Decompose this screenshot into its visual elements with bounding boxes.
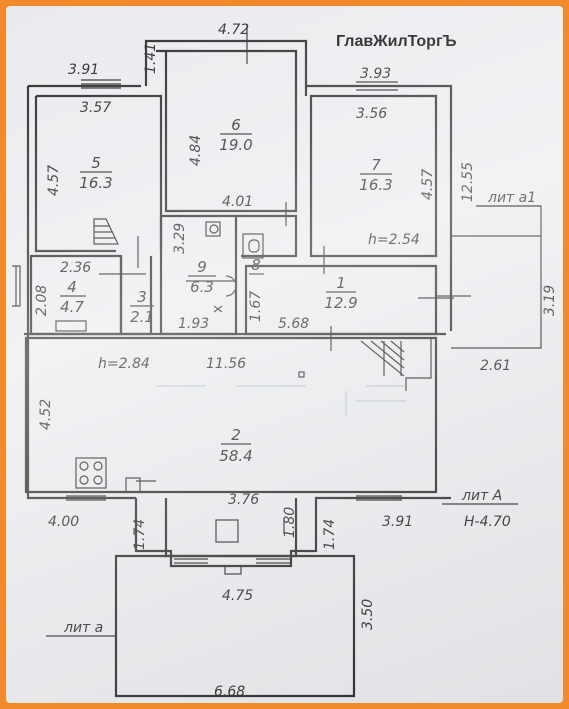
room-number: 9: [197, 258, 207, 276]
dimension: 4.75: [222, 588, 253, 604]
dimension: 6.68: [214, 684, 245, 700]
dimension: 3.76: [228, 492, 259, 508]
height-label: Н-4.70: [464, 514, 511, 530]
room-area: 4.7: [60, 298, 84, 316]
dimension: 3.29: [172, 223, 188, 254]
height-label: h=2.84: [98, 356, 150, 372]
room-number: 1: [336, 274, 346, 292]
brand-label: ГлавЖилТоргЪ: [336, 33, 457, 50]
lit-label: лит а1: [487, 190, 536, 206]
dimension: 2.61: [480, 358, 511, 374]
height-label: h=2.54: [368, 232, 420, 248]
ghost-lines: [156, 385, 406, 416]
height-labels: h=2.54 h=2.84 Н-4.70: [98, 232, 511, 530]
dimension: 3.57: [80, 100, 111, 116]
dimension: 1.80: [282, 507, 298, 538]
dimension: 4.72: [218, 22, 249, 38]
room-area: 2.1: [130, 308, 154, 326]
dimension: 1.74: [132, 519, 148, 550]
walls: [24, 39, 542, 698]
fixtures: [55, 221, 305, 575]
room-area: 6.3: [190, 278, 214, 296]
dimension: 1.74: [322, 519, 338, 550]
dimension: 4.57: [46, 165, 62, 196]
lit-labels: лит а1 лит А лит а: [46, 190, 541, 637]
room-area: 19.0: [219, 136, 252, 154]
dimension: 4.00: [48, 514, 79, 530]
stairs: [356, 337, 432, 391]
stair-block-room5: [93, 218, 119, 245]
dimension-labels: 4.72 1.41 3.91 3.93 3.57 3.56 4.84 4.57 …: [34, 22, 558, 700]
dimension: 4.84: [188, 135, 204, 166]
room-number: 2: [231, 426, 241, 444]
room-area: 16.3: [79, 174, 112, 192]
dimension: 3.91: [68, 62, 99, 78]
room-number: 8: [251, 256, 261, 274]
dimension: 3.50: [360, 599, 376, 630]
dimension: 4.57: [420, 169, 436, 200]
room-area: 58.4: [219, 447, 252, 465]
dimension: 11.56: [206, 356, 246, 372]
dimension: 4.01: [222, 194, 253, 210]
door-ticks: [99, 24, 471, 534]
dimension: 1.41: [143, 43, 159, 74]
plan-sheet: ГлавЖилТоргЪ 2 58.4 1 12.9 3 2.1 4 4.7 5…: [6, 6, 563, 703]
dimension: 4.52: [38, 399, 54, 430]
room-area: 12.9: [324, 294, 357, 312]
room-number: 3: [137, 288, 147, 306]
lit-label: лит А: [461, 488, 502, 504]
room-labels: 2 58.4 1 12.9 3 2.1 4 4.7 5 16.3 6 19.0 …: [60, 116, 393, 465]
lit-label: лит а: [63, 620, 103, 636]
room-number: 5: [91, 154, 101, 172]
floor-plan: ГлавЖилТоргЪ 2 58.4 1 12.9 3 2.1 4 4.7 5…: [12, 22, 558, 700]
room-area: 16.3: [359, 176, 392, 194]
windows: [12, 79, 402, 564]
dimension: 3.91: [382, 514, 413, 530]
dimension: 2.36: [60, 260, 91, 276]
dimension: 2.08: [34, 285, 50, 316]
dimension: 3.93: [360, 66, 391, 82]
dimension: 3.19: [542, 285, 558, 316]
dimension: 3.56: [356, 106, 387, 122]
room-number: 6: [231, 116, 241, 134]
room-number: 7: [371, 156, 381, 174]
dimension: 1.67: [248, 291, 264, 322]
dimension: 5.68: [278, 316, 309, 332]
dimension: 1.93: [178, 316, 209, 332]
room-number: 4: [67, 278, 77, 296]
dimension: 12.55: [460, 162, 476, 202]
